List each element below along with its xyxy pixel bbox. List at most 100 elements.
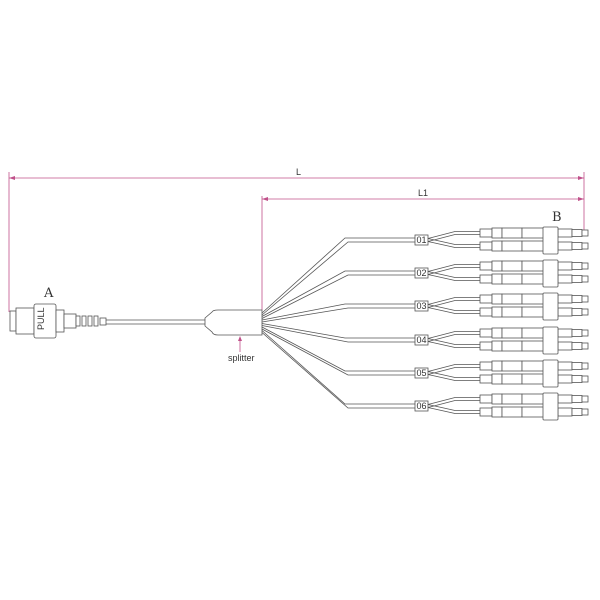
lc-housing [557,228,573,238]
fiber-edge [427,271,480,278]
lc-body [501,393,523,405]
lc-housing [557,394,573,404]
lc-ferrule [581,395,589,403]
lc-body [521,340,545,352]
lc-ferrule-holder [571,308,583,316]
lc-boot [491,260,503,272]
lc-housing [557,328,573,338]
dimension-label-l1: L1 [418,188,428,198]
splitter-housing [204,309,263,336]
leg-label-box [414,267,429,279]
lc-ferrule-holder [571,408,583,416]
fiber-edge [427,241,480,248]
boot-segment [93,315,99,327]
lc-housing [557,241,573,251]
leg-label-box [414,334,429,346]
lc-boot [491,340,503,352]
boot-segment [87,315,93,327]
lc-boot [491,227,503,239]
lc-boot [491,393,503,405]
fanout-leg: 05 [261,326,589,388]
lc-ferrule [581,295,589,303]
boot-segment [81,315,87,327]
connector-housing [15,307,35,335]
lc-ferrule-holder [571,362,583,370]
lc-body [521,227,545,239]
fiber-edge [261,328,415,376]
lc-body [501,306,523,318]
fiber-edge [427,231,480,239]
fiber-edge [261,326,415,372]
lc-boot-tip [479,394,493,404]
lc-boot [491,360,503,372]
fiber-edge [427,234,480,242]
connector-collar [55,309,65,333]
lc-ferrule-holder [571,375,583,383]
lc-body [521,327,545,339]
dimension-label-l: L [296,167,301,177]
leg-label-box [414,367,429,379]
lc-body [501,327,523,339]
fiber-edge [427,334,480,342]
lc-ferrule [581,408,589,416]
lc-boot-tip [479,228,493,238]
lc-ferrule [581,275,589,283]
fiber-edge [427,364,480,372]
fiber-edge [427,374,480,381]
lc-duplex-clip [542,359,559,388]
lc-ferrule-holder [571,395,583,403]
lc-boot-tip [479,261,493,271]
lc-ferrule-holder [571,229,583,237]
lc-boot-tip [479,241,493,251]
lc-body [521,406,545,418]
pull-tab-text: PULL [36,307,46,330]
splitter-body [204,309,263,352]
lc-boot-tip [479,328,493,338]
lc-body [521,393,545,405]
fiber-edge [427,307,480,314]
lc-boot-tip [479,274,493,284]
fiber-edge [427,341,480,348]
fanout-leg: 03 [261,292,589,323]
lc-ferrule [581,362,589,370]
lc-boot [491,306,503,318]
leg-label-box [414,234,429,246]
fanout-leg: 06 [261,330,589,421]
strain-relief [63,313,77,329]
lc-boot-tip [479,407,493,417]
lc-body [501,406,523,418]
lc-boot [491,327,503,339]
fiber-edge [261,241,415,316]
fiber-edge [427,304,480,311]
lc-housing [557,261,573,271]
lc-ferrule-holder [571,242,583,250]
leg-label-box [414,400,429,412]
lc-boot [491,293,503,305]
lc-boot [491,273,503,285]
lc-boot-tip [479,374,493,384]
lc-body [501,260,523,272]
dimension-lines [8,172,585,312]
mpo-connector-a [9,303,205,339]
lc-boot-tip [479,361,493,371]
lc-ferrule [581,308,589,316]
fiber-edge [261,237,415,314]
lc-ferrule [581,242,589,250]
arrowhead [262,197,268,201]
lc-duplex-clip [542,292,559,321]
lc-ferrule-holder [571,342,583,350]
fiber-edge [427,400,480,408]
lc-body [521,240,545,252]
lc-body [501,293,523,305]
fiber-edge [427,300,480,308]
lc-body [501,240,523,252]
lc-ferrule [581,229,589,237]
lc-boot-tip [479,307,493,317]
end-b-label: B [552,210,562,225]
lc-duplex-clip [542,392,559,421]
lc-duplex-clip [542,326,559,355]
fiber-edge [427,274,480,281]
fiber-edge [261,274,415,319]
